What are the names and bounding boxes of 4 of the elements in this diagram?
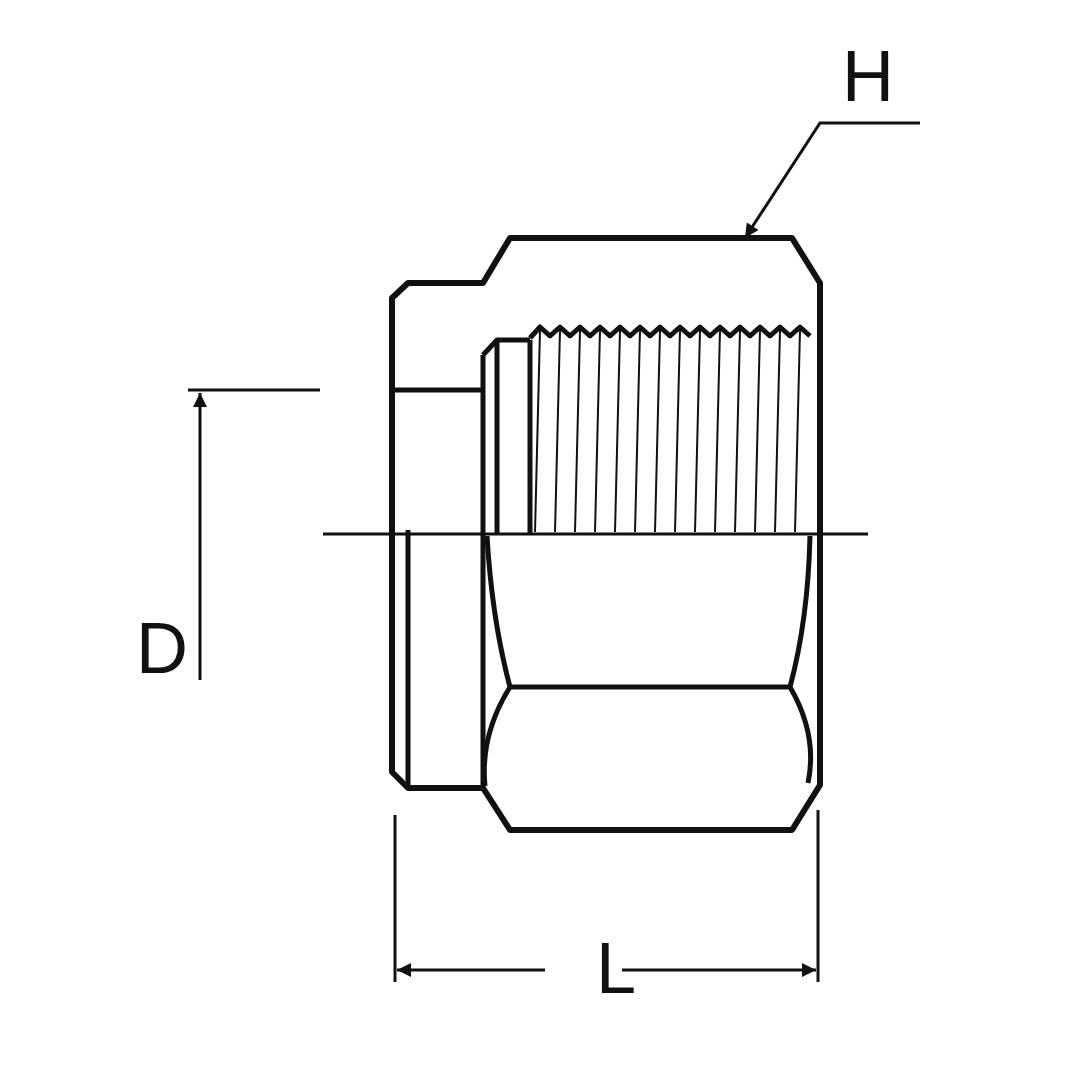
dimension-label: D [136,612,188,684]
dimension-label: L [596,932,637,1004]
dimension-label: H [842,40,894,112]
cap-nut-drawing [389,235,823,833]
